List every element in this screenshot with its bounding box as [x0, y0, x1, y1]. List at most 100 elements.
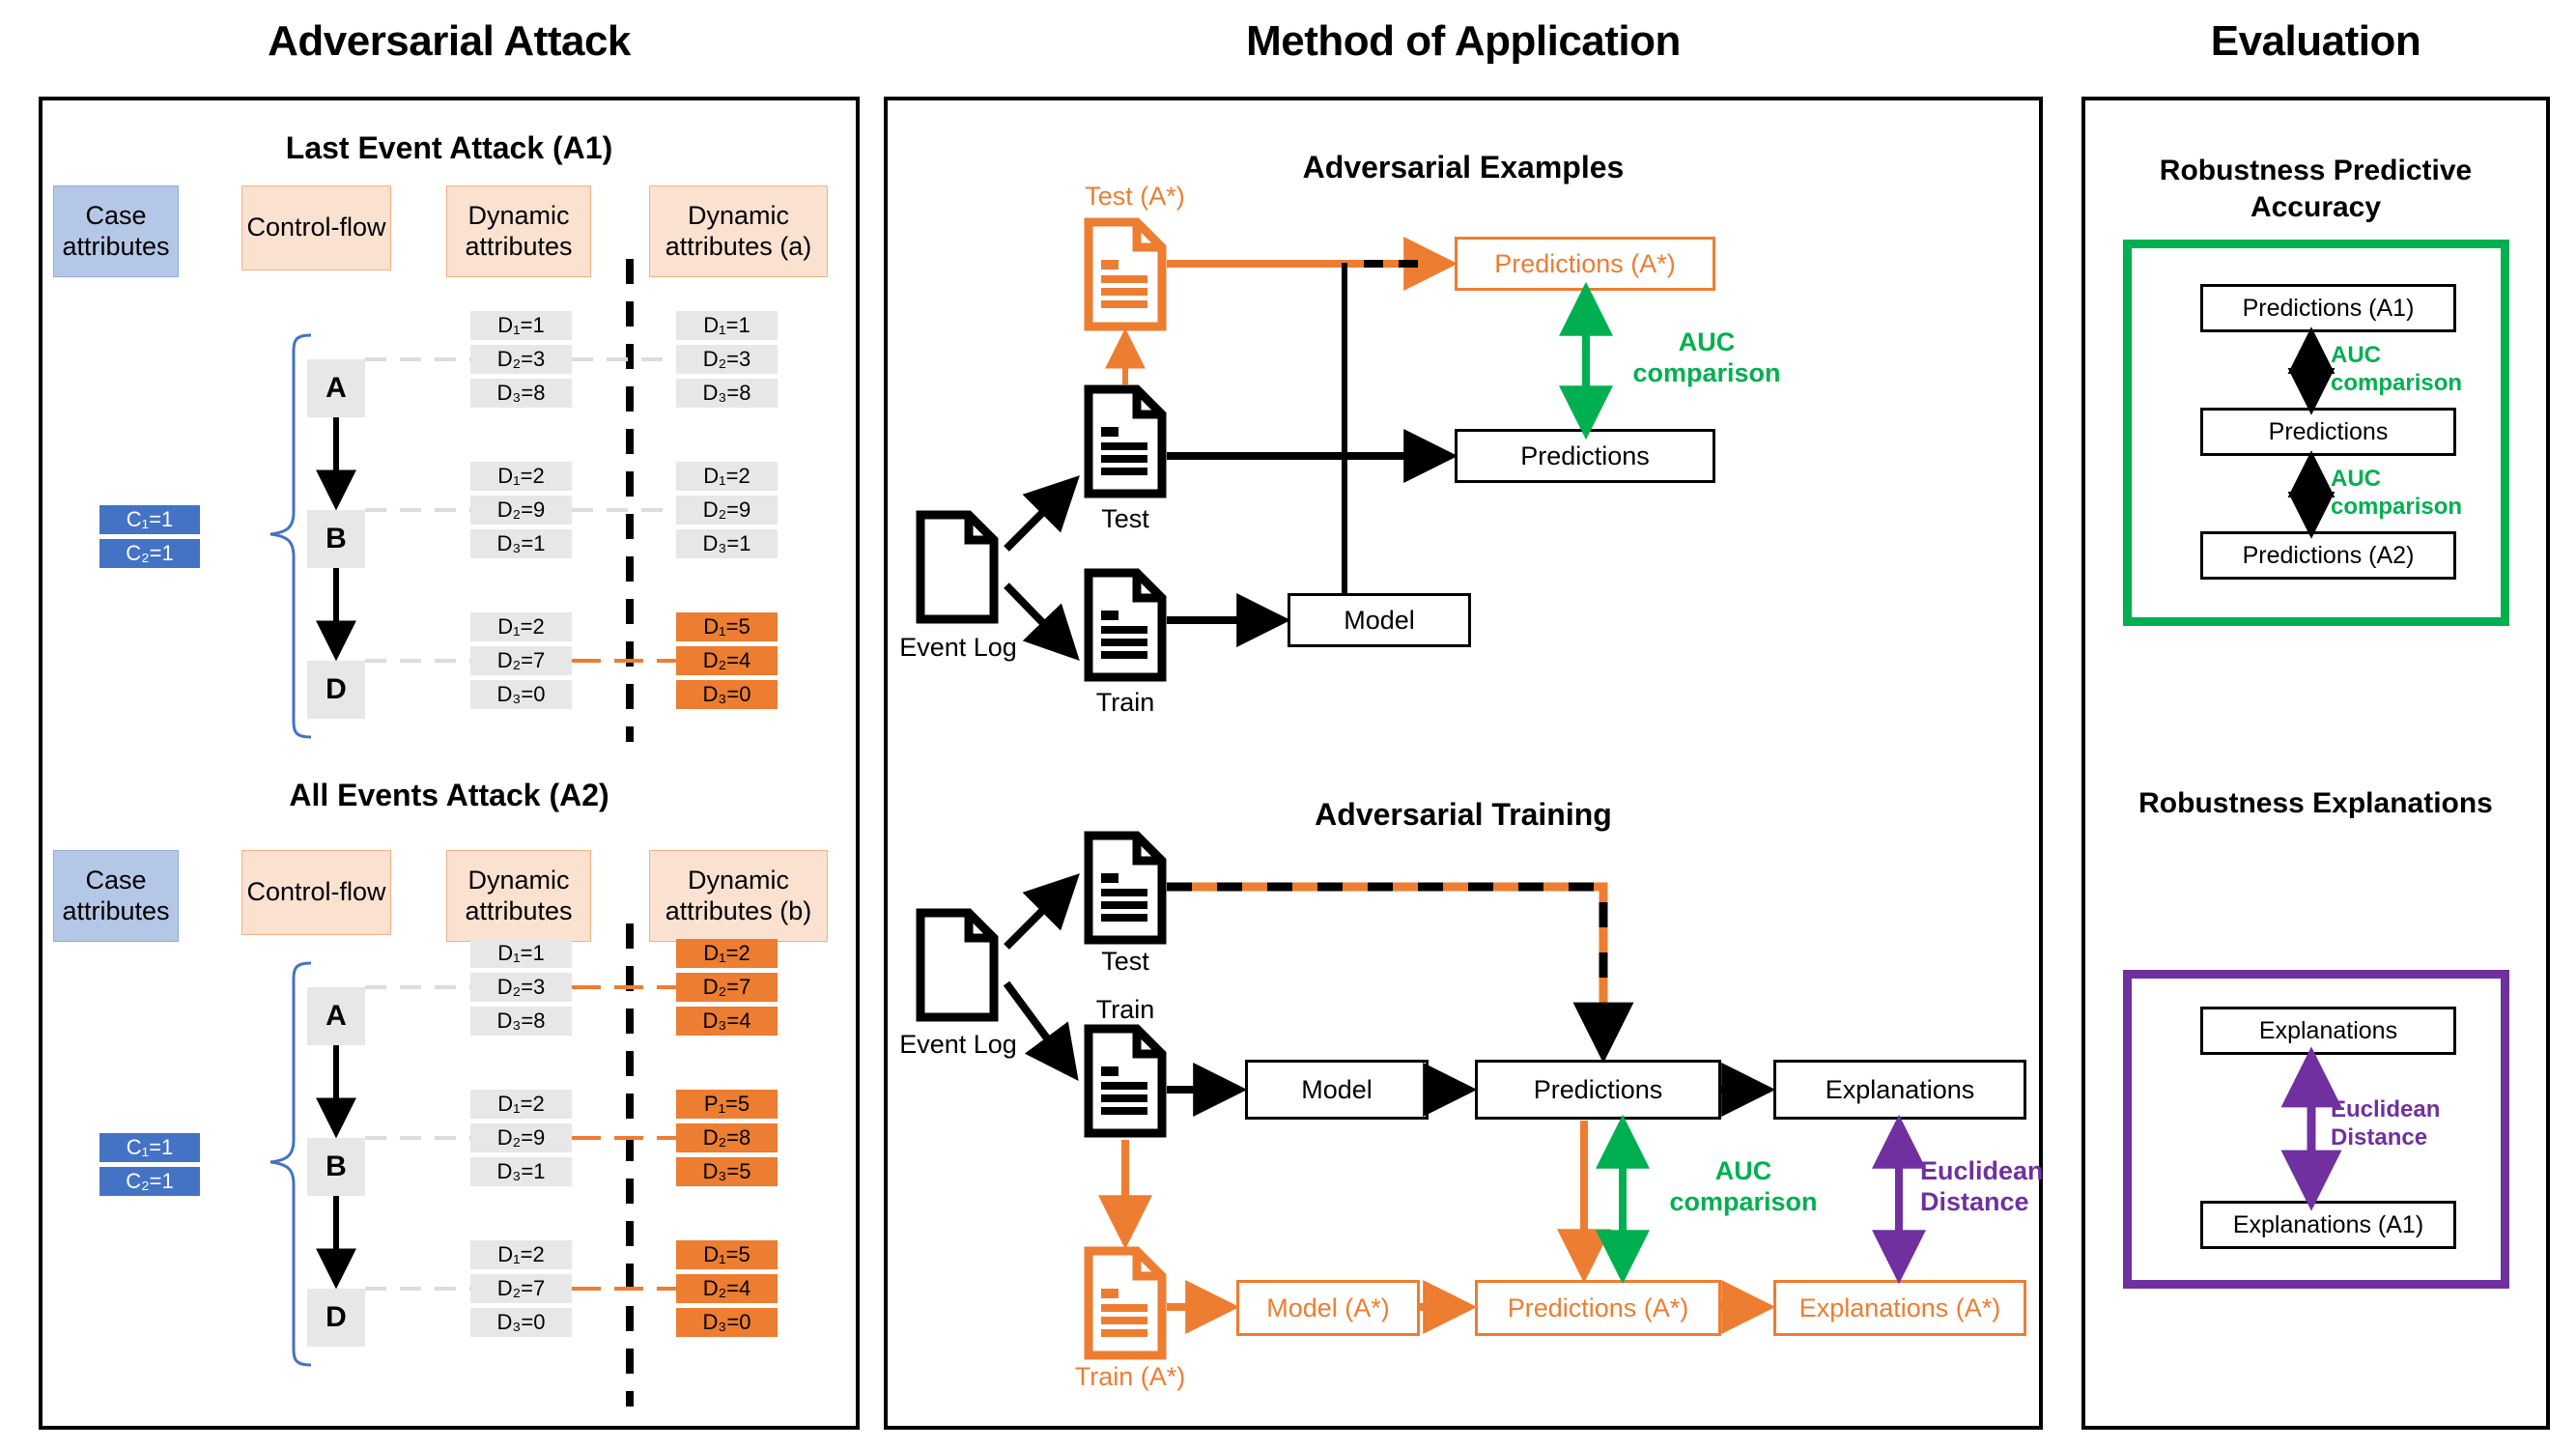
attr-cell-perturbed: D₁=5 [676, 612, 778, 641]
event-log-icon-examples [916, 510, 999, 624]
attr-connector-grey [365, 1136, 471, 1140]
auc-comparison-label-training: AUC comparison [1642, 1155, 1845, 1218]
train-adversarial-document-icon-training [1084, 1246, 1167, 1360]
robustness-accuracy-title-line1: Robustness Predictive [2159, 155, 2473, 186]
predictions-adversarial-box-training: Predictions (A*) [1475, 1280, 1721, 1336]
attr-cell: D₃=0 [470, 1308, 572, 1337]
case-attribute-brace-a1 [269, 333, 312, 739]
header-chip-case-attributes-a2: Case attributes [53, 850, 179, 942]
panel-method-of-application [884, 97, 2043, 1430]
page-title-adversarial-attack: Adversarial Attack [268, 17, 631, 65]
attr-cell: D₃=0 [470, 680, 572, 709]
header-chip-dynamic-attributes-a-a1: Dynamic attributes (a) [649, 185, 828, 277]
auc-comparison-line2: comparison [1669, 1187, 1818, 1217]
case-attribute-c2-a2: C₂=1 [99, 1167, 200, 1196]
attr-cell-perturbed: D₁=2 [676, 939, 778, 968]
attr-cell-perturbed: D₂=4 [676, 646, 778, 675]
attr-cell: D₁=2 [470, 462, 572, 491]
flow-arrows-a1 [316, 417, 356, 662]
case-attribute-c1-a1: C₁=1 [99, 505, 200, 534]
attr-connector-grey [365, 508, 471, 512]
attr-cell: D₂=7 [470, 1274, 572, 1303]
euclidean-distance-line2: Distance [2331, 1123, 2428, 1151]
attr-cell-perturbed: D₃=0 [676, 680, 778, 709]
header-chip-control-flow-a2: Control-flow [241, 850, 391, 935]
attr-cell-perturbed: D₁=5 [676, 1240, 778, 1269]
page-title-method-of-application: Method of Application [1246, 17, 1681, 65]
attr-cell: D₁=1 [470, 939, 572, 968]
attr-connector-orange [572, 659, 676, 663]
flow-arrows-a2 [316, 1045, 356, 1290]
euclidean-distance-line1: Euclidean [2331, 1096, 2441, 1122]
test-adversarial-label-examples: Test (A*) [1085, 182, 1185, 211]
explanations-box-training: Explanations [1773, 1060, 2026, 1120]
event-log-label-examples: Event Log [899, 633, 1017, 662]
test-document-icon-examples [1084, 384, 1167, 498]
attr-connector-grey [365, 659, 471, 663]
section-title-adversarial-examples: Adversarial Examples [1302, 150, 1625, 185]
model-box-examples: Model [1288, 593, 1471, 647]
test-document-icon-training [1084, 831, 1167, 945]
auc-comparison-label-top-evaluation: AUC comparison [2331, 342, 2524, 398]
attr-connector-grey [572, 357, 676, 361]
attr-cell: D₁=2 [676, 462, 778, 491]
euclidean-distance-label-evaluation: Euclidean Distance [2331, 1096, 2524, 1152]
explanations-a1-box-evaluation: Explanations (A1) [2200, 1201, 2456, 1249]
auc-comparison-line1: AUC [1714, 1156, 1772, 1185]
attr-cell-perturbed: D₂=7 [676, 973, 778, 1002]
section-title-adversarial-training: Adversarial Training [1315, 797, 1612, 832]
attr-cell: D₂=3 [470, 345, 572, 374]
train-label-examples: Train [1095, 688, 1155, 717]
auc-comparison-line2: comparison [2331, 369, 2463, 396]
attr-connector-grey [365, 357, 471, 361]
attr-cell: D₂=9 [470, 1123, 572, 1152]
model-box-training: Model [1245, 1060, 1429, 1120]
attr-cell: D₁=1 [676, 311, 778, 340]
header-chip-control-flow-a1: Control-flow [241, 185, 391, 270]
header-chip-case-attributes-a1: Case attributes [53, 185, 179, 277]
section-title-robustness-explanations: Robustness Explanations [2138, 787, 2493, 819]
test-label-training: Test [1101, 947, 1149, 976]
event-log-label-training: Event Log [899, 1030, 1017, 1059]
attr-connector-orange [572, 1287, 676, 1291]
attr-cell: D₂=9 [470, 496, 572, 525]
section-title-all-events-attack: All Events Attack (A2) [289, 778, 609, 812]
attack-divider-dashed-a1 [626, 259, 634, 742]
activity-node-b-a2: B [307, 1138, 365, 1196]
header-chip-dynamic-attributes-a2: Dynamic attributes [446, 850, 591, 942]
case-attribute-c2-a1: C₂=1 [99, 539, 200, 568]
auc-comparison-line1: AUC [1678, 327, 1736, 356]
attr-cell: D₃=8 [676, 379, 778, 408]
attr-cell-perturbed: P₁=5 [676, 1090, 778, 1119]
robustness-accuracy-title-line2: Accuracy [2250, 190, 2382, 223]
page-title-evaluation: Evaluation [2210, 17, 2421, 65]
attr-cell: D₃=1 [470, 1157, 572, 1186]
test-label-examples: Test [1101, 504, 1149, 533]
header-chip-dynamic-attributes-b-a2: Dynamic attributes (b) [649, 850, 828, 942]
euclidean-distance-line1: Euclidean [1920, 1156, 2044, 1185]
activity-node-b-a1: B [307, 510, 365, 568]
attack-divider-dashed-a2 [626, 923, 634, 1406]
auc-comparison-line2: comparison [2331, 493, 2463, 520]
case-attribute-c1-a2: C₁=1 [99, 1133, 200, 1162]
train-document-icon-examples [1084, 568, 1167, 682]
section-title-robustness-predictive-accuracy: Robustness Predictive Accuracy [2101, 153, 2531, 225]
event-log-icon-training [916, 908, 999, 1022]
auc-comparison-label-examples: AUC comparison [1605, 327, 1808, 389]
activity-node-a-a2: A [307, 987, 365, 1045]
auc-comparison-line1: AUC [2331, 466, 2381, 492]
activity-node-d-a1: D [307, 661, 365, 719]
attr-cell: D₃=8 [470, 1007, 572, 1036]
attr-cell: D₁=2 [470, 1090, 572, 1119]
model-adversarial-box-training: Model (A*) [1236, 1280, 1420, 1336]
euclidean-distance-line2: Distance [1920, 1187, 2029, 1217]
attr-cell: D₃=8 [470, 379, 572, 408]
auc-comparison-label-bottom-evaluation: AUC comparison [2331, 466, 2524, 522]
attr-cell: D₁=1 [470, 311, 572, 340]
attr-cell: D₃=1 [676, 529, 778, 558]
auc-comparison-line2: comparison [1632, 358, 1781, 388]
